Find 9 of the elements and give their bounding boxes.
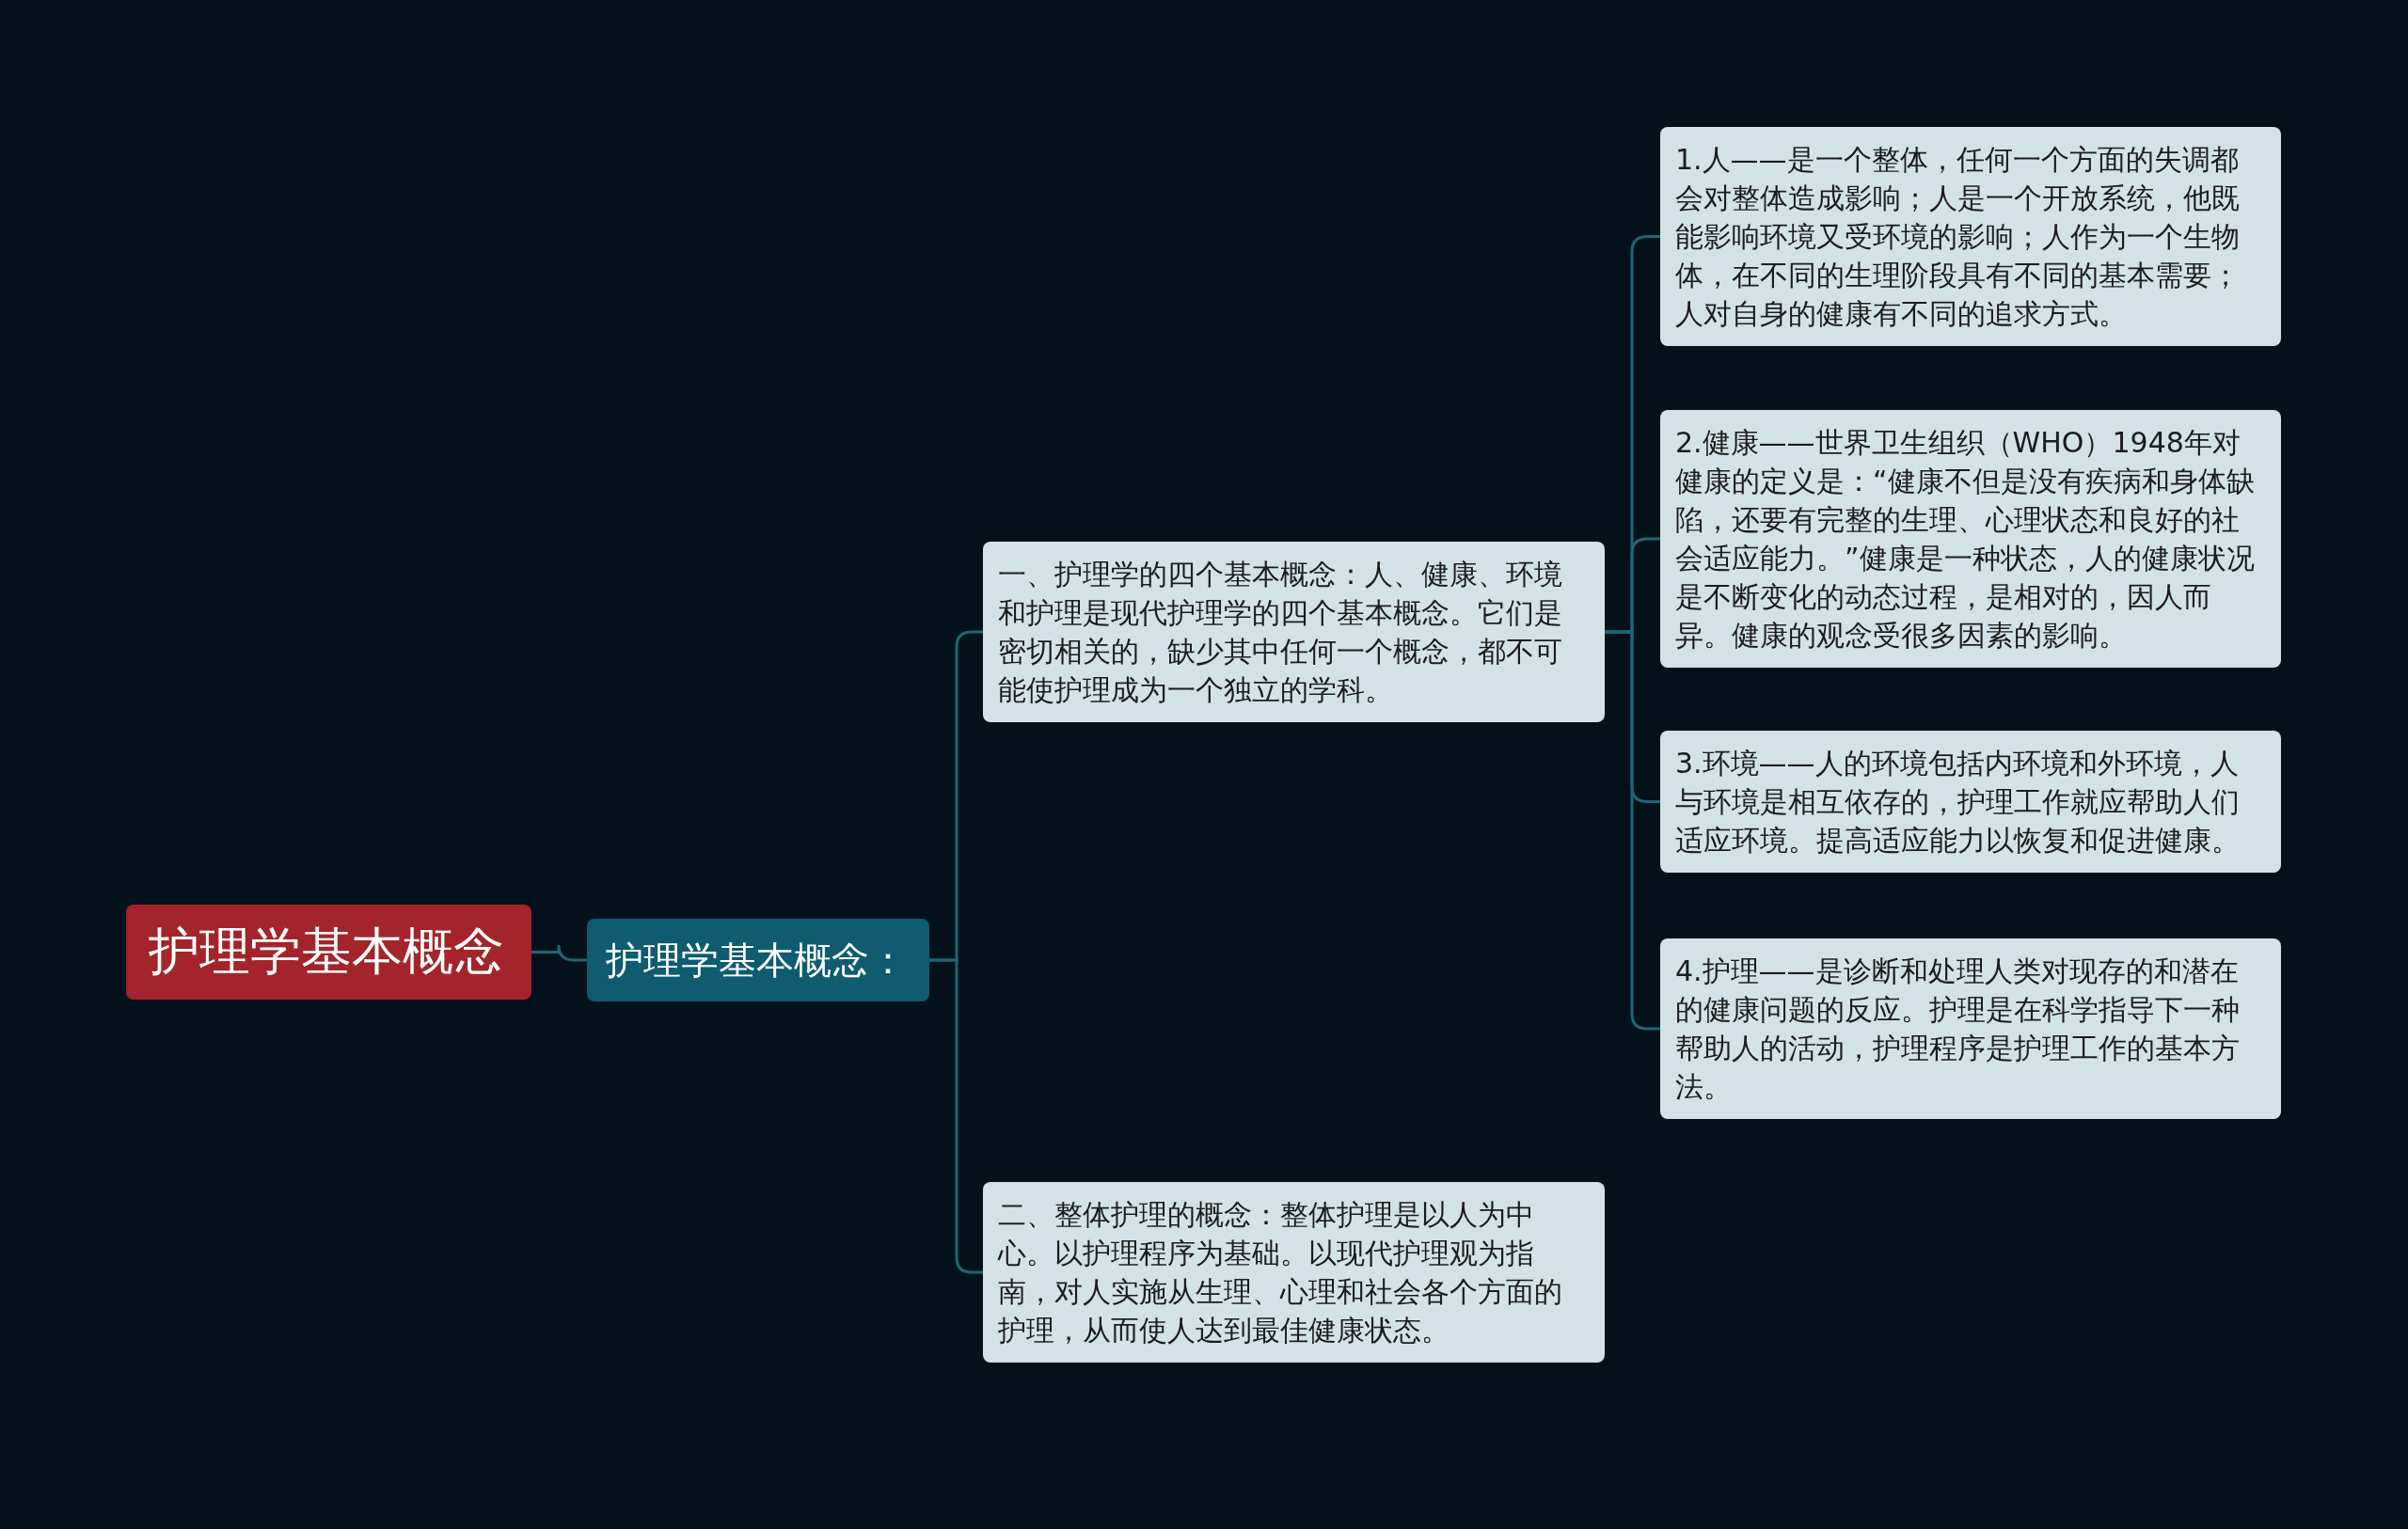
topic-box: 护理学基本概念： [587, 919, 929, 1001]
subtopic-box: 4.护理——是诊断和处理人类对现存的和潜在的健康问题的反应。护理是在科学指导下一种帮助人的活动，护理程序是护理工作的基本方法。 [1660, 938, 2281, 1119]
subtopic-box: 1.人——是一个整体，任何一个方面的失调都会对整体造成影响；人是一个开放系统，他既能影响环境又受环境的影响；人作为一个生物体，在不同的生理阶段具有不同的基本需要；人对自身的健康有不同的追求方式。 [1660, 127, 2281, 346]
connector-line [531, 943, 587, 962]
subtopic-box: 一、护理学的四个基本概念：人、健康、环境和护理是现代护理学的四个基本概念。它们是密切相关的，缺少其中任何一个概念，都不可能使护理成为一个独立的学科。 [983, 542, 1605, 722]
subtopic-box: 3.环境——人的环境包括内环境和外环境，人与环境是相互依存的，护理工作就应帮助人们适应环境。提高适应能力以恢复和促进健康。 [1660, 731, 2281, 873]
root-topic-box: 护理学基本概念 [126, 905, 531, 1000]
subtopic-box: 2.健康——世界卫生组织（WHO）1948年对健康的定义是：“健康不但是没有疾病和身体缺陷，还要有完整的生理、心理状态和良好的社会适应能力。”健康是一种状态，人的健康状况是不断变化的动态过程，是相对的，因人而异。健康的观念受很多因素的影响。 [1660, 410, 2281, 668]
subtopic-box: 二、整体护理的概念：整体护理是以人为中心。以护理程序为基础。以现代护理观为指南，对人实施从生理、心理和社会各个方面的护理，从而使人达到最佳健康状态。 [983, 1182, 1605, 1363]
